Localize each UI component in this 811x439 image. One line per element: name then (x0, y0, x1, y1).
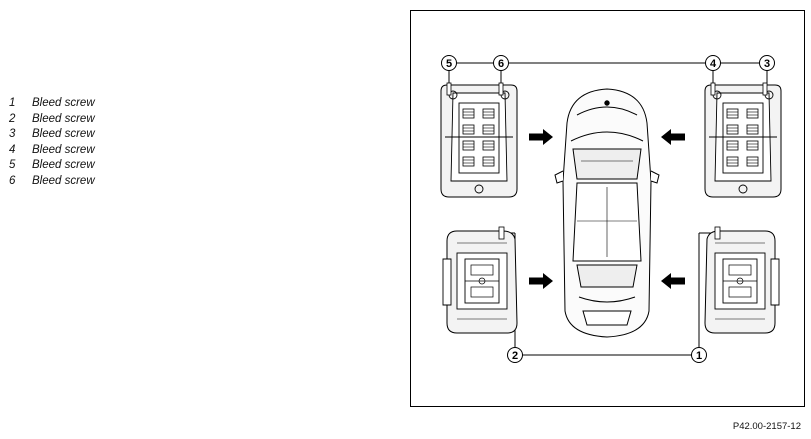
rear-right-caliper (704, 226, 780, 334)
brake-bleeding-figure: 5 6 4 3 2 1 (410, 10, 805, 407)
legend-item-6: 6 Bleed screw (9, 174, 95, 190)
svg-text:3: 3 (764, 58, 770, 70)
rear-left-caliper (442, 226, 518, 334)
legend-number: 6 (9, 174, 16, 187)
bleed-screw-5 (446, 82, 452, 96)
callout-2: 2 (507, 347, 523, 363)
bleed-screw-1 (714, 226, 721, 240)
figure-drawing: 5 6 4 3 2 1 (411, 55, 806, 363)
svg-text:1: 1 (696, 350, 702, 362)
bleed-screw-3 (762, 82, 768, 96)
bleed-screw-6 (498, 82, 504, 96)
car-top-view (554, 88, 660, 338)
legend-item-2: 2 Bleed screw (9, 112, 95, 128)
svg-text:6: 6 (498, 58, 504, 70)
figure-code: P42.00-2157-12 (732, 421, 801, 432)
arrow-icon (661, 129, 685, 145)
bleed-screw-4 (710, 82, 716, 96)
front-left-caliper (441, 82, 517, 197)
legend-label: Bleed screw (32, 97, 95, 109)
bleed-screw-2 (498, 226, 505, 240)
svg-text:4: 4 (710, 58, 717, 70)
arrow-icon (529, 273, 553, 289)
legend-number: 5 (9, 159, 16, 172)
callout-4: 4 (705, 55, 721, 71)
legend-label: Bleed screw (32, 159, 95, 172)
legend-item-5: 5 Bleed screw (9, 158, 95, 174)
legend-item-4: 4 Bleed screw (9, 143, 95, 159)
svg-text:5: 5 (446, 58, 452, 70)
legend-label: Bleed screw (32, 143, 95, 156)
legend-item-3: 3 Bleed screw (9, 127, 95, 143)
legend-label: Bleed screw (32, 112, 95, 125)
callout-3: 3 (759, 55, 775, 71)
front-right-caliper (705, 82, 781, 197)
legend-label: Bleed screw (32, 128, 95, 141)
callout-6: 6 (493, 55, 509, 71)
callout-5: 5 (441, 55, 457, 71)
legend-number: 3 (9, 128, 16, 141)
legend-label: Bleed screw (32, 174, 95, 187)
legend-number: 2 (9, 112, 16, 125)
legend-number: 4 (9, 143, 16, 156)
legend-item-1: 1 Bleed screw (9, 96, 95, 112)
arrow-icon (529, 129, 553, 145)
legend-number: 1 (9, 97, 16, 109)
arrow-icon (661, 273, 685, 289)
callout-1: 1 (691, 347, 707, 363)
svg-text:2: 2 (512, 350, 518, 362)
